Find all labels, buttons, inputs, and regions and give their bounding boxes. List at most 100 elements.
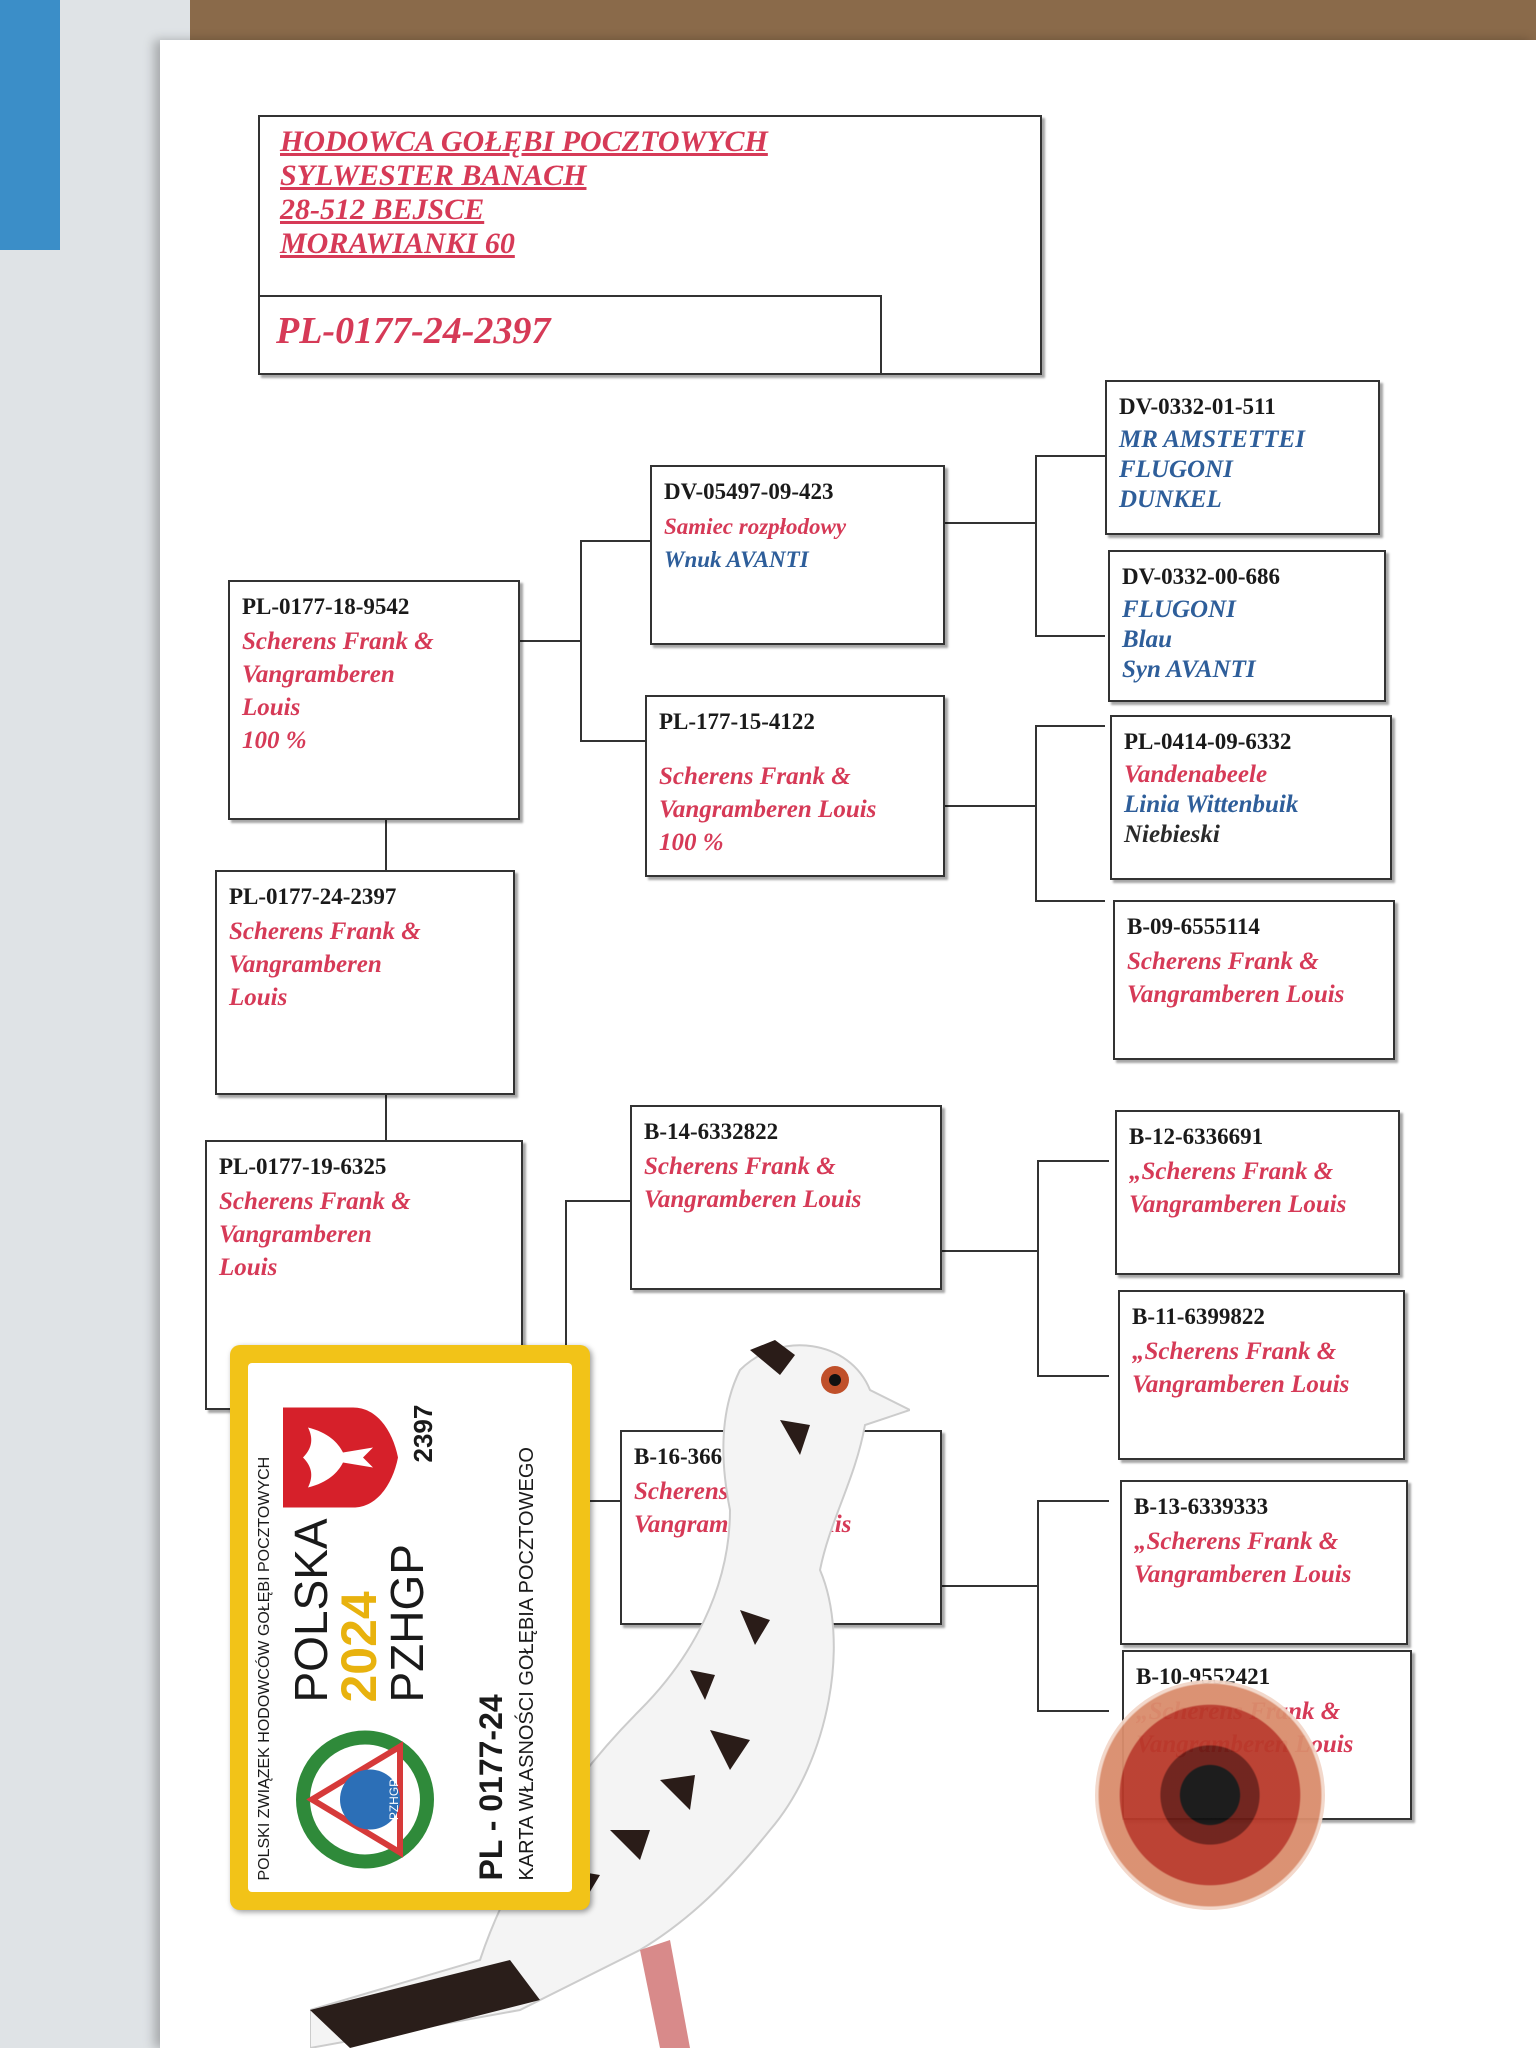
grandparent-2-line-2: Vangramberen Louis xyxy=(659,796,877,823)
connector xyxy=(1037,1160,1109,1162)
ggp-1-line-1: MR AMSTETTEI xyxy=(1119,426,1305,453)
sire-line-2: Vangramberen xyxy=(242,661,395,688)
ggp-4-line-2: Vangramberen Louis xyxy=(1127,981,1345,1008)
card-org: POLSKI ZWIĄZEK HODOWCÓW GOŁĘBI POCZTOWYC… xyxy=(256,1456,273,1880)
eagle-emblem xyxy=(283,1407,398,1507)
dam-line-1: Scherens Frank & xyxy=(219,1188,411,1215)
ggp-3-line-2: Linia Wittenbuik xyxy=(1124,791,1299,818)
ggp-5-ring: B-12-6336691 xyxy=(1129,1124,1264,1149)
breeder-line-1: HODOWCA GOŁĘBI POCZTOWYCH xyxy=(280,125,768,158)
pzhgp-logo: PZHGP xyxy=(296,1730,434,1868)
breeder-line-3: 28-512 BEJSCE xyxy=(280,193,485,226)
ggp-7-ring: B-13-6339333 xyxy=(1134,1494,1269,1519)
subject-line-1: Scherens Frank & xyxy=(229,918,421,945)
breeder-info: HODOWCA GOŁĘBI POCZTOWYCH SYLWESTER BANA… xyxy=(280,125,768,261)
ownership-card-content: POLSKI ZWIĄZEK HODOWCÓW GOŁĘBI POCZTOWYC… xyxy=(248,1363,572,1892)
sire-line-4: 100 % xyxy=(242,727,307,754)
folder-blue-tab xyxy=(0,0,60,250)
grandparent-card-3: B-14-6332822 Scherens Frank & Vangramber… xyxy=(630,1105,942,1290)
ggp-1-line-2: FLUGONI xyxy=(1119,456,1233,483)
card-ring: PL - 0177-24 xyxy=(473,1693,509,1880)
dam-ring: PL-0177-19-6325 xyxy=(219,1154,387,1179)
dam-line-3: Louis xyxy=(219,1254,278,1281)
connector xyxy=(942,1250,1037,1252)
card-country: POLSKA xyxy=(285,1517,337,1702)
dam-line-2: Vangramberen xyxy=(219,1221,372,1248)
header-ring-box: PL-0177-24-2397 xyxy=(260,295,882,373)
connector xyxy=(1037,1160,1039,1375)
connector xyxy=(565,1500,640,1502)
grandparent-1-line-2: Wnuk AVANTI xyxy=(664,547,809,572)
logo-label: PZHGP xyxy=(387,1778,401,1819)
ggp-6-ring: B-11-6399822 xyxy=(1132,1304,1265,1329)
grandparent-1-ring: DV-05497-09-423 xyxy=(664,479,834,504)
ggp-2-line-1: FLUGONI xyxy=(1122,596,1236,623)
subject-line-3: Louis xyxy=(229,984,288,1011)
connector xyxy=(385,590,387,1600)
grandparent-1-line-1: Samiec rozpłodowy xyxy=(664,514,847,539)
sire-card: PL-0177-18-9542 Scherens Frank & Vangram… xyxy=(228,580,520,820)
folder-edge xyxy=(0,0,190,2048)
great-grandparent-card-2: DV-0332-00-686 FLUGONI Blau Syn AVANTI xyxy=(1108,550,1386,702)
connector xyxy=(1035,635,1105,637)
connector xyxy=(580,540,665,542)
breeder-header: HODOWCA GOŁĘBI POCZTOWYCH SYLWESTER BANA… xyxy=(258,115,1042,375)
ggp-4-ring: B-09-6555114 xyxy=(1127,914,1260,939)
connector xyxy=(1035,900,1105,902)
grandparent-card-2: PL-177-15-4122 Scherens Frank & Vangramb… xyxy=(645,695,945,877)
card-title: KARTA WŁASNOŚCI GOŁĘBIA POCZTOWEGO xyxy=(516,1446,538,1880)
ggp-7-line-2: Vangramberen Louis xyxy=(1134,1561,1352,1588)
ownership-card-inner: POLSKI ZWIĄZEK HODOWCÓW GOŁĘBI POCZTOWYC… xyxy=(248,1363,572,1892)
grandparent-3-line-2: Vangramberen Louis xyxy=(644,1186,862,1213)
header-ring-number: PL-0177-24-2397 xyxy=(276,310,551,352)
connector xyxy=(1035,455,1105,457)
ggp-2-line-3: Syn AVANTI xyxy=(1122,656,1256,683)
great-grandparent-card-5: B-12-6336691 „Scherens Frank & Vangrambe… xyxy=(1115,1110,1400,1275)
pedigree-sheet: HODOWCA GOŁĘBI POCZTOWYCH SYLWESTER BANA… xyxy=(160,40,1536,2048)
grandparent-3-ring: B-14-6332822 xyxy=(644,1119,779,1144)
ggp-6-line-2: Vangramberen Louis xyxy=(1132,1371,1350,1398)
connector xyxy=(520,640,580,642)
ggp-7-line-1: „Scherens Frank & xyxy=(1134,1528,1339,1555)
ggp-3-line-1: Vandenabeele xyxy=(1124,761,1268,788)
connector xyxy=(580,540,582,740)
connector xyxy=(1037,1710,1109,1712)
card-year: 2024 xyxy=(331,1590,387,1702)
great-grandparent-card-3: PL-0414-09-6332 Vandenabeele Linia Witte… xyxy=(1110,715,1392,880)
subject-line-2: Vangramberen xyxy=(229,951,382,978)
grandparent-2-line-3: 100 % xyxy=(659,829,724,856)
great-grandparent-card-1: DV-0332-01-511 MR AMSTETTEI FLUGONI DUNK… xyxy=(1105,380,1380,535)
connector xyxy=(942,1585,1037,1587)
connector xyxy=(1035,455,1037,635)
ggp-2-ring: DV-0332-00-686 xyxy=(1122,564,1280,589)
ggp-1-ring: DV-0332-01-511 xyxy=(1119,394,1276,419)
sire-ring: PL-0177-18-9542 xyxy=(242,594,410,619)
breeder-line-2: SYLWESTER BANACH xyxy=(280,159,587,192)
connector xyxy=(580,740,665,742)
connector xyxy=(1035,725,1105,727)
ggp-2-line-2: Blau xyxy=(1122,626,1173,653)
ggp-4-line-1: Scherens Frank & xyxy=(1127,948,1319,975)
subject-card: PL-0177-24-2397 Scherens Frank & Vangram… xyxy=(215,870,515,1095)
great-grandparent-card-7: B-13-6339333 „Scherens Frank & Vangrambe… xyxy=(1120,1480,1408,1645)
grandparent-3-line-1: Scherens Frank & xyxy=(644,1153,836,1180)
ggp-6-line-1: „Scherens Frank & xyxy=(1132,1338,1337,1365)
great-grandparent-card-6: B-11-6399822 „Scherens Frank & Vangrambe… xyxy=(1118,1290,1405,1460)
connector xyxy=(565,1200,640,1202)
connector xyxy=(945,522,1035,524)
ggp-5-line-1: „Scherens Frank & xyxy=(1129,1158,1334,1185)
ownership-card: POLSKI ZWIĄZEK HODOWCÓW GOŁĘBI POCZTOWYC… xyxy=(230,1345,590,1910)
ggp-3-ring: PL-0414-09-6332 xyxy=(1124,729,1292,754)
grandparent-card-1: DV-05497-09-423 Samiec rozpłodowy Wnuk A… xyxy=(650,465,945,645)
connector xyxy=(1037,1500,1109,1502)
ggp-5-line-2: Vangramberen Louis xyxy=(1129,1191,1347,1218)
grandparent-2-line-1: Scherens Frank & xyxy=(659,763,851,790)
card-pzhgp: PZHGP xyxy=(381,1543,433,1702)
connector xyxy=(1037,1375,1109,1377)
great-grandparent-card-4: B-09-6555114 Scherens Frank & Vangramber… xyxy=(1113,900,1395,1060)
card-number: 2397 xyxy=(408,1404,438,1462)
pigeon-illustration xyxy=(310,1340,910,2048)
sire-line-3: Louis xyxy=(242,694,301,721)
sire-line-1: Scherens Frank & xyxy=(242,628,434,655)
grandparent-2-ring: PL-177-15-4122 xyxy=(659,709,815,734)
